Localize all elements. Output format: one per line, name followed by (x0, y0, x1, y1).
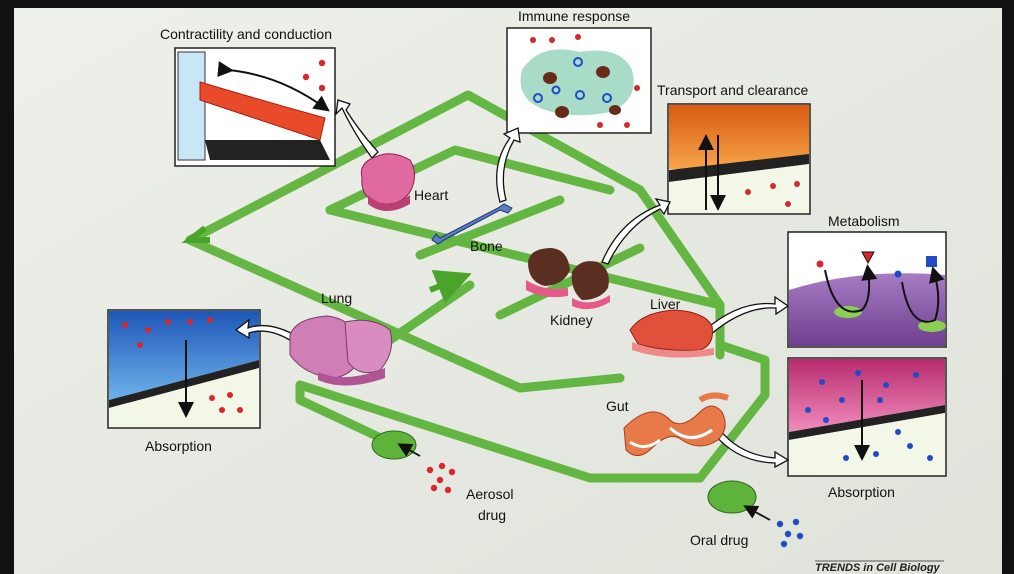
transport-label: Transport and clearance (657, 82, 808, 98)
aerosol-label-line1: Aerosol (466, 486, 513, 502)
liver-label: Liver (650, 296, 680, 312)
transport-panel (668, 104, 810, 214)
metabolism-panel (788, 232, 946, 347)
metabolism-label: Metabolism (828, 213, 900, 229)
absorption-right-label: Absorption (828, 484, 895, 500)
gut-label: Gut (606, 398, 629, 414)
contractility-label: Contractility and conduction (160, 26, 332, 42)
absorption-left-label: Absorption (145, 438, 212, 454)
contractility-panel (175, 48, 335, 166)
lung-label: Lung (321, 290, 352, 306)
aerosol-label-line2: drug (478, 507, 506, 523)
immune-label: Immune response (518, 8, 630, 24)
credit-text: TRENDS in Cell Biology (815, 562, 940, 574)
kidney-label: Kidney (550, 312, 593, 328)
oral-drug-label: Oral drug (690, 532, 748, 548)
heart-organ (361, 154, 414, 211)
heart-label: Heart (414, 187, 448, 203)
absorption-left-panel (108, 310, 260, 428)
absorption-right-panel (788, 358, 946, 476)
immune-panel (507, 28, 651, 133)
bone-label: Bone (470, 238, 503, 254)
